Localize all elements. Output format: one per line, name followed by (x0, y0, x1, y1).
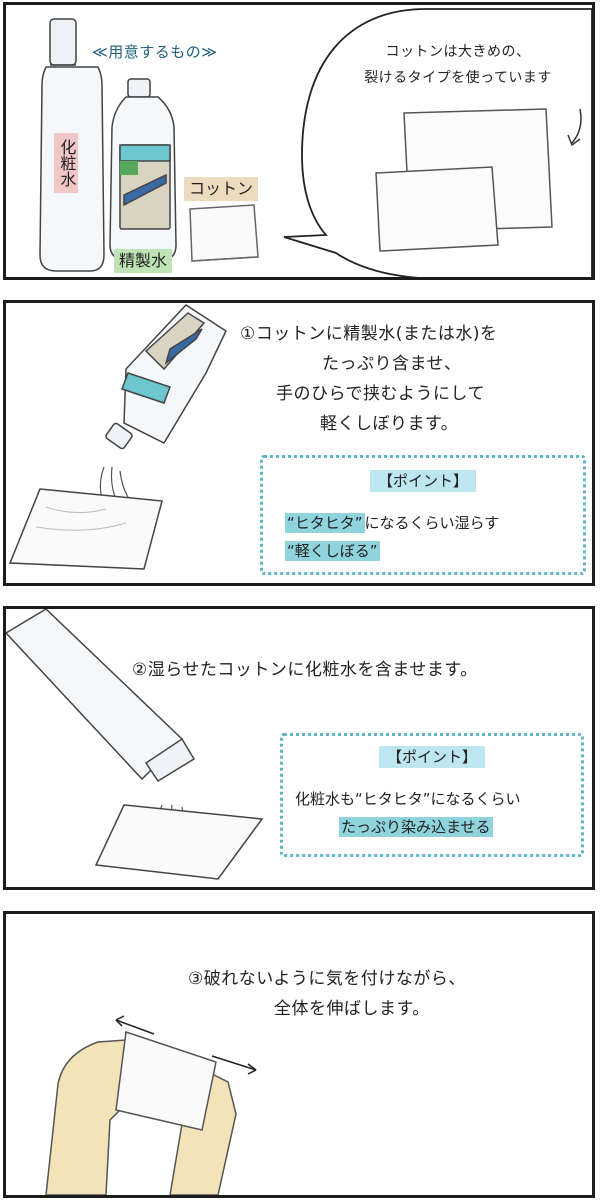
cotton-pad-icon-2 (94, 804, 264, 880)
panel-4: ③破れないように気を付けながら、 全体を伸ばします。 (3, 911, 595, 1198)
panel-3: ②湿らせたコットンに化粧水を含ませます。 【ポイント】 化粧水も“ヒタヒタ”にな… (3, 606, 595, 890)
point-title-1: 【ポイント】 (369, 470, 476, 492)
tilted-water-bottle-icon (105, 304, 227, 450)
prepare-title: ≪用意するもの≫ (92, 43, 218, 61)
stretched-cotton-icon (115, 1031, 217, 1131)
step1-line-3: 手のひらで挟むようにして (276, 384, 485, 404)
cotton-label: コットン (184, 177, 259, 202)
step3-line-1: ③破れないように気を付けながら、 (188, 969, 466, 989)
step2-line-1: ②湿らせたコットンに化粧水を含ませます。 (132, 660, 478, 680)
panel-2-illustration (8, 304, 227, 570)
panel-1-illustration (39, 8, 592, 277)
point-title-2: 【ポイント】 (378, 746, 485, 768)
speech-line-1: コットンは大きめの、 (385, 44, 531, 60)
point-highlight-squeeze: “軽くしぼる” (285, 541, 380, 561)
purified-water-bottle-icon (109, 78, 177, 260)
point-box-2: 【ポイント】 化粧水も“ヒタヒタ”になるくらい たっぷり染み込ませる (280, 733, 584, 857)
water-drops-icon (99, 466, 129, 500)
hands-icon (45, 1039, 237, 1195)
panel-1: ≪用意するもの≫ 化粧水 精製水 コットン コットンは大きめの、 裂けるタイプを… (3, 2, 595, 280)
step3-line-2: 全体を伸ばします。 (274, 999, 430, 1019)
cotton-pad-icon (189, 204, 259, 262)
point-text-lotion: 化粧水も“ヒタヒタ”になるくらい (295, 790, 521, 808)
step1-line-1: ①コットンに精製水(または水)を (240, 324, 498, 344)
wet-cotton-pad-icon (8, 488, 163, 570)
point-text-dampen: になるくらい湿らす (364, 514, 500, 532)
step1-line-2: たっぷり含ませ、 (322, 354, 462, 374)
panel-2: ①コットンに精製水(または水)を たっぷり含ませ、 手のひらで挟むようにして 軽… (3, 300, 595, 586)
lotion-label: 化粧水 (54, 133, 79, 193)
stretch-arrows-icon (115, 1015, 257, 1075)
point-highlight-hitahita: “ヒタヒタ” (285, 513, 365, 533)
step1-line-4: 軽くしぼります。 (320, 414, 459, 434)
purified-water-label: 精製水 (114, 249, 173, 274)
point-box-1: 【ポイント】 “ヒタヒタ”になるくらい湿らす “軽くしぼる” (260, 455, 586, 575)
speech-bubble-icon (283, 8, 592, 277)
speech-line-2: 裂けるタイプを使っています (364, 70, 552, 86)
panel-3-illustration (6, 609, 264, 880)
panel-4-illustration (45, 1015, 257, 1195)
point-highlight-soak: たっぷり染み込ませる (339, 817, 493, 837)
tilted-lotion-bottle-icon (6, 609, 196, 783)
